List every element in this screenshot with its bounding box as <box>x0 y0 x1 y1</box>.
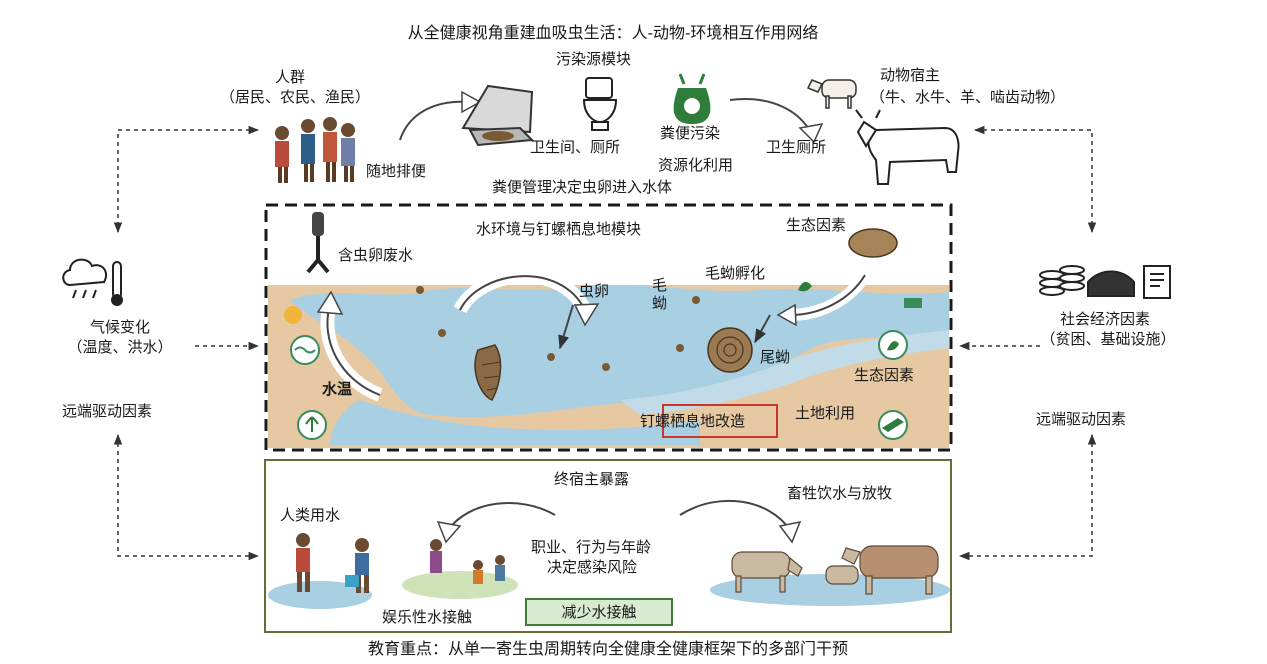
socioeconomic-sub-label: （贫困、基础设施） <box>1040 330 1176 348</box>
risk-line2-label: 决定感染风险 <box>547 558 638 576</box>
wastewater-label: 含虫卵废水 <box>338 246 414 264</box>
water-temp-label: 水温 <box>322 380 353 398</box>
toilet-label: 卫生间、厕所 <box>530 138 621 156</box>
snail-top-icon <box>848 228 898 258</box>
habitat-box <box>662 404 778 438</box>
people-group-icon <box>275 117 355 183</box>
recreational-label: 娱乐性水接触 <box>382 608 473 626</box>
cattle-icon <box>855 109 960 185</box>
socioeconomic-label: 社会经济因素 <box>1059 310 1150 328</box>
human-water-label: 人类用水 <box>280 506 341 524</box>
eggs-label: 虫卵 <box>579 282 610 300</box>
livestock-label: 畜牲饮水与放牧 <box>787 484 893 502</box>
climate-label: 气候变化 <box>89 318 150 336</box>
water-module-title: 水环境与钉螺栖息地模块 <box>476 220 642 238</box>
sanitary-toilet-label: 卫生厕所 <box>766 138 827 156</box>
climate-sub-label: （温度、洪水） <box>67 338 173 356</box>
reduce-contact-label: 减少水接触 <box>561 603 637 621</box>
sun-icon <box>284 306 302 324</box>
miracidia-hatch-label: 毛蚴孵化 <box>705 264 766 282</box>
miracidia-label: 毛蚴 <box>652 276 668 312</box>
water-module-frame <box>264 203 953 452</box>
fecal-management-label: 粪便管理决定虫卵进入水体 <box>492 178 673 196</box>
humans-sub-label: （居民、农民、渔民） <box>219 88 370 106</box>
eco-factors-right-label: 生态因素 <box>854 366 915 384</box>
resource-use-label: 资源化利用 <box>658 156 734 174</box>
humans-label: 人群 <box>274 68 305 86</box>
toilet-icon <box>582 77 618 131</box>
eco-factors-top-label: 生态因素 <box>786 216 847 234</box>
manure-pollution-label: 粪便污染 <box>660 124 721 142</box>
diagram-title: 从全健康视角重建血吸虫生活：人-动物-环境相互作用网络 <box>407 23 819 42</box>
grass-icon <box>904 298 922 308</box>
latrine-tray-icon <box>461 84 535 147</box>
snail-shell-icon <box>707 327 753 373</box>
open-defecation-label: 随地排便 <box>366 162 427 180</box>
manure-bag-icon <box>673 73 711 124</box>
children-playing-icon <box>430 539 505 584</box>
animal-hosts-sub-label: （牛、水牛、羊、啮齿动物） <box>870 88 1066 106</box>
snail-habitat-label: 钉螺栖息地改造 <box>640 412 746 430</box>
small-cow-icon <box>806 79 857 109</box>
land-use-label: 土地利用 <box>795 404 856 422</box>
animal-hosts-label: 动物宿主 <box>880 66 941 84</box>
cercariae-label: 尾蚴 <box>760 348 791 366</box>
coins-bridge-document-icon <box>1039 265 1171 299</box>
cloud-thermometer-icon <box>62 258 123 306</box>
exposure-module-frame <box>264 459 952 633</box>
distal-drivers-left-label: 远端驱动因素 <box>62 402 153 420</box>
leaf-small-icon <box>798 281 812 292</box>
snail-icon <box>474 344 502 401</box>
people-working-icon <box>296 533 369 593</box>
reduce-contact-box <box>525 598 673 626</box>
distal-drivers-right-label: 远端驱动因素 <box>1036 410 1127 428</box>
risk-line1-label: 职业、行为与年龄 <box>531 538 652 556</box>
cattle-drinking-icon <box>731 545 939 595</box>
pollution-module-label: 污染源模块 <box>556 50 632 68</box>
exposure-label: 终宿主暴露 <box>554 470 630 488</box>
footer-note: 教育重点：从单一寄生虫周期转向全健康全健康框架下的多部门干预 <box>367 639 848 658</box>
